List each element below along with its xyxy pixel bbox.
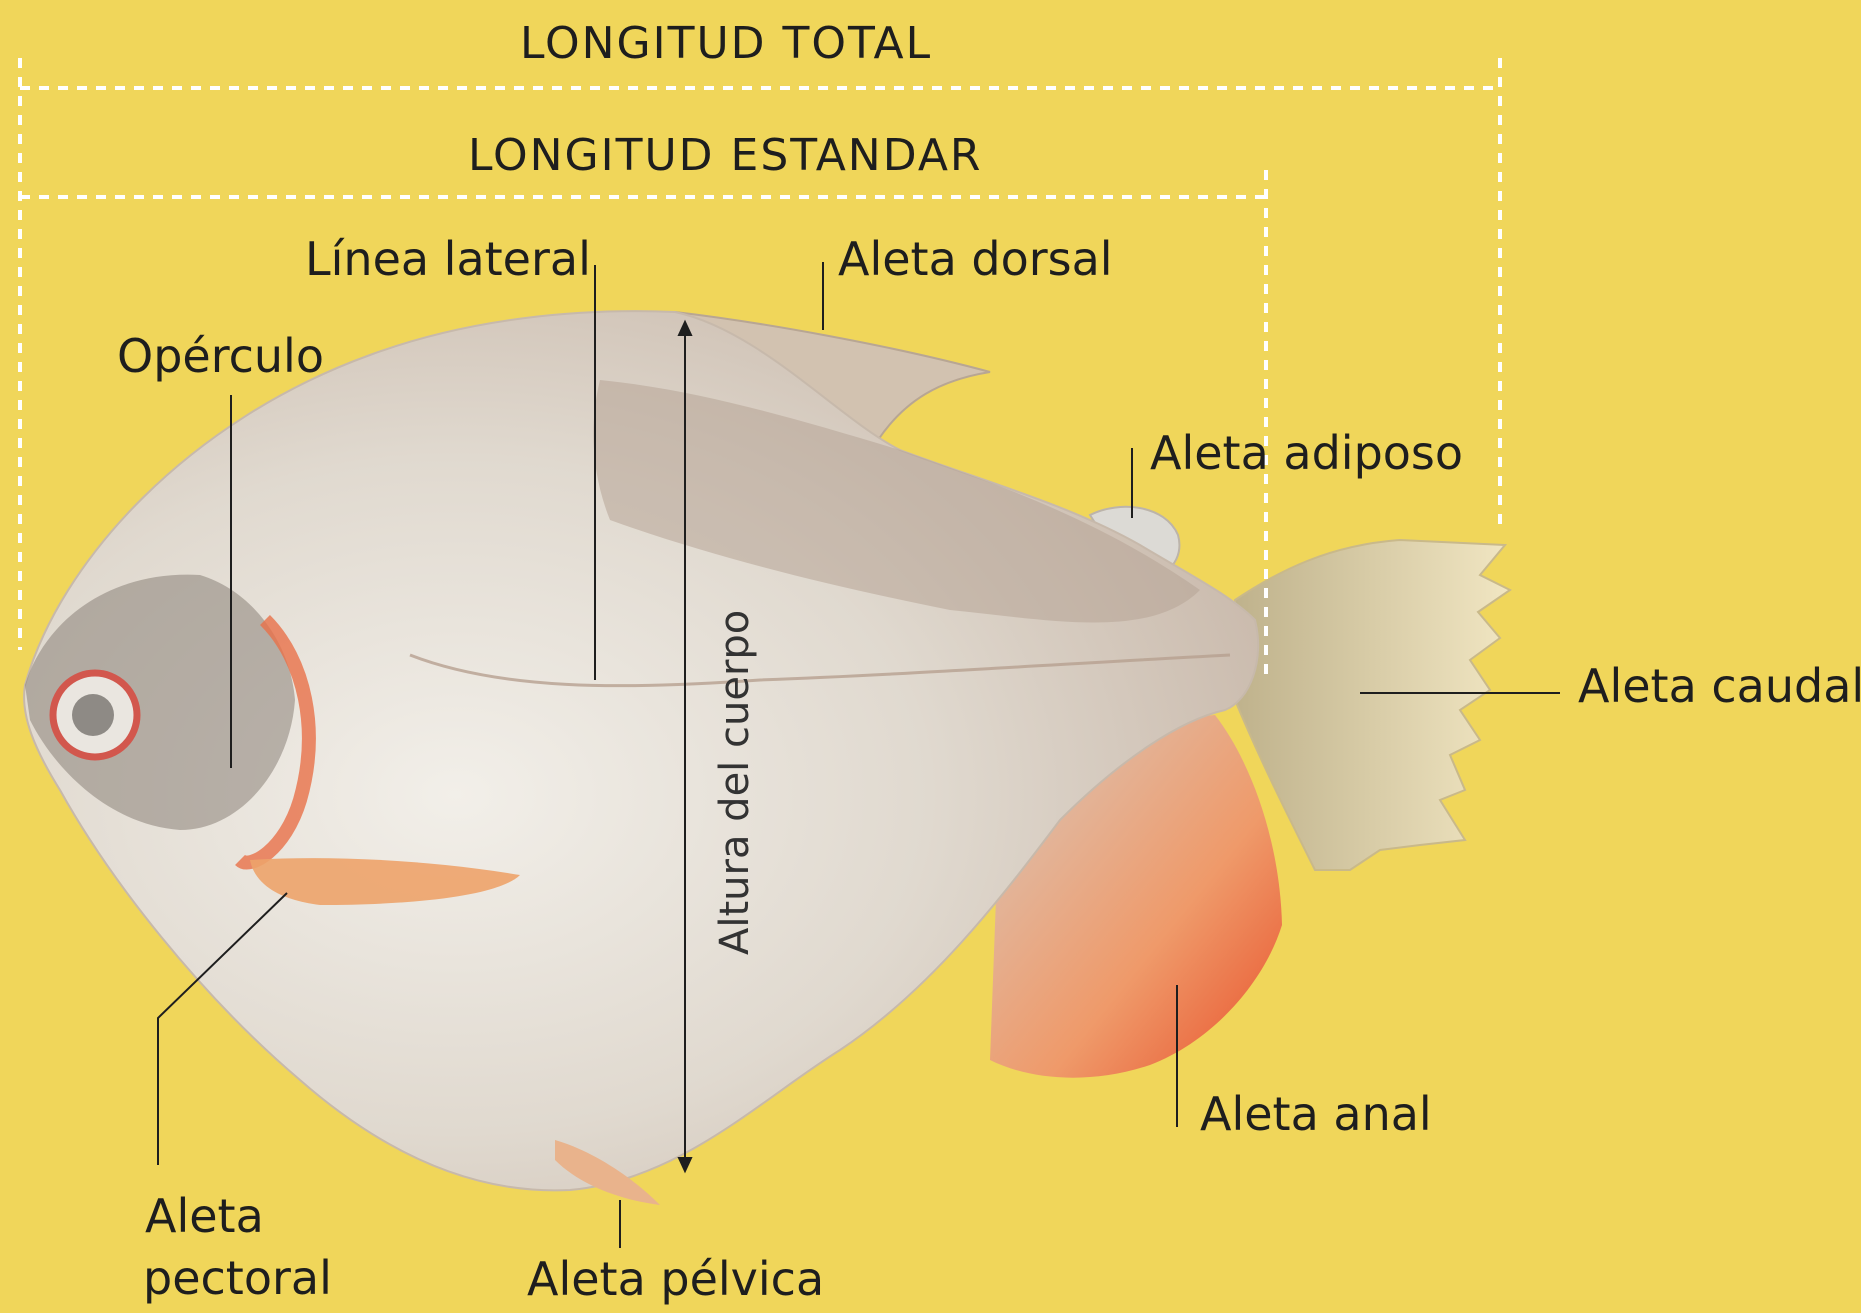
standard-length-header: LONGITUD ESTANDAR — [468, 130, 983, 181]
caudal-fin-shape — [1235, 540, 1510, 870]
label-caudal-fin: Aleta caudal — [1578, 660, 1861, 713]
label-anal-fin: Aleta anal — [1200, 1088, 1432, 1141]
label-operculum: Opérculo — [117, 330, 324, 383]
label-pectoral-fin-line2: pectoral — [143, 1252, 332, 1305]
label-dorsal-fin: Aleta dorsal — [838, 233, 1113, 286]
label-pelvic-fin: Aleta pélvica — [527, 1253, 824, 1306]
total-length-header: LONGITUD TOTAL — [520, 18, 932, 69]
label-adipose-fin: Aleta adiposo — [1150, 427, 1463, 480]
label-lateral-line: Línea lateral — [305, 233, 591, 286]
label-body-height: Altura del cuerpo — [712, 610, 758, 955]
pupil — [72, 694, 114, 736]
label-pectoral-fin-line1: Aleta — [145, 1190, 264, 1243]
